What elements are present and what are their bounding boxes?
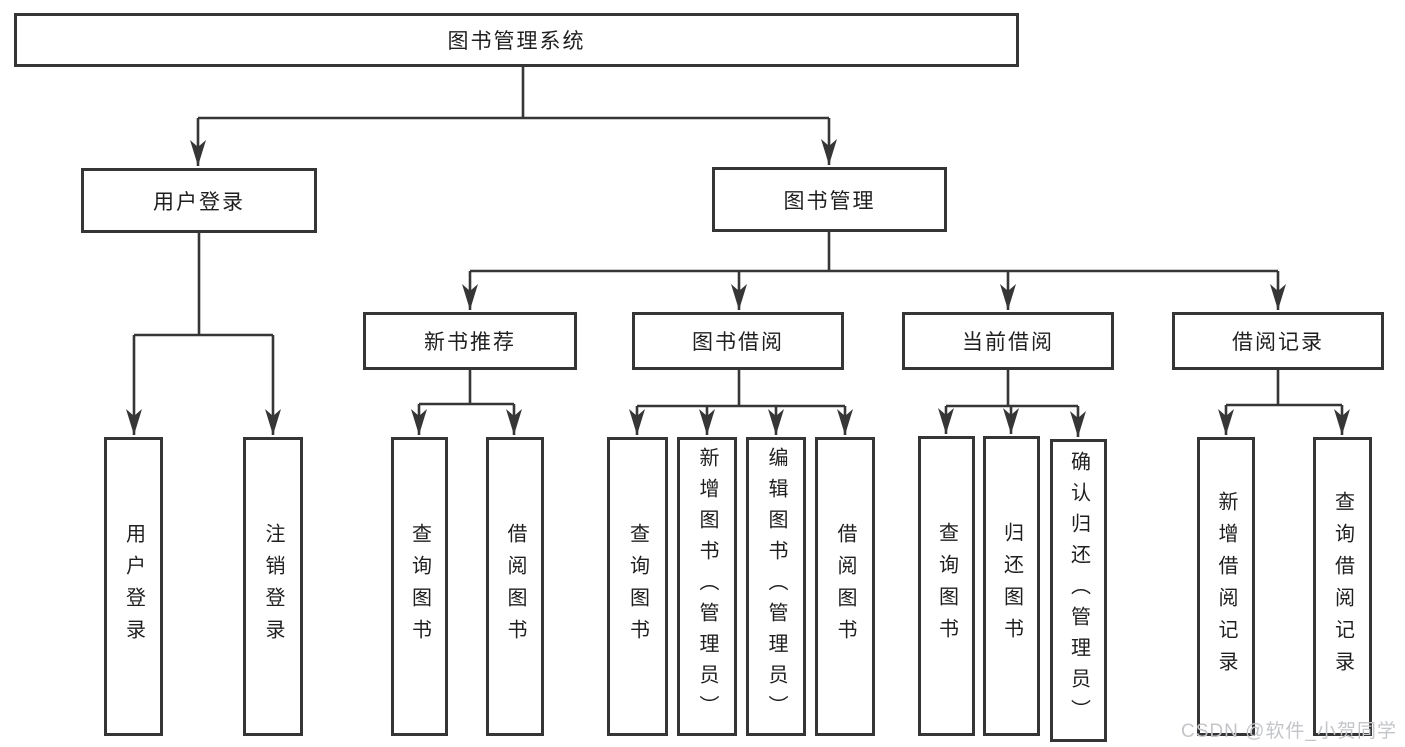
- leaf-add-borrow-record: 新增借阅记录: [1197, 437, 1255, 736]
- node-library-system-label: 图书管理系统: [447, 30, 586, 53]
- leaf-return-books-label: 归还图书: [1000, 522, 1023, 650]
- node-current-borrowing: 当前借阅: [902, 312, 1114, 370]
- leaf-newbook-query-books-label: 查询图书: [408, 522, 431, 651]
- node-library-system: 图书管理系统: [14, 13, 1019, 67]
- leaf-logout-label: 注销登录: [262, 522, 284, 651]
- leaf-return-books: 归还图书: [983, 436, 1040, 736]
- leaf-user-login-label: 用户登录: [122, 522, 145, 651]
- leaf-edit-books-admin: 编辑图书（管理员）: [746, 437, 806, 736]
- leaf-borrow-query-books-label: 查询图书: [626, 522, 649, 651]
- leaf-current-query-books-label: 查询图书: [935, 522, 958, 650]
- leaf-newbook-borrow-books: 借阅图书: [486, 437, 544, 736]
- node-book-borrowing: 图书借阅: [632, 312, 844, 370]
- node-user-login: 用户登录: [81, 168, 317, 233]
- node-new-book-recommend: 新书推荐: [363, 312, 577, 370]
- node-new-book-recommend-label: 新书推荐: [424, 331, 516, 354]
- leaf-add-books-admin-label: 新增图书（管理员）: [696, 447, 718, 726]
- leaf-user-login: 用户登录: [104, 437, 163, 736]
- node-book-borrowing-label: 图书借阅: [692, 331, 784, 354]
- node-borrow-records: 借阅记录: [1172, 312, 1384, 370]
- leaf-borrow-books-label: 借阅图书: [834, 522, 856, 651]
- leaf-newbook-query-books: 查询图书: [391, 437, 448, 736]
- leaf-borrow-query-books: 查询图书: [607, 437, 668, 736]
- leaf-confirm-return-admin-label: 确认归还（管理员）: [1067, 451, 1090, 730]
- node-user-login-label: 用户登录: [153, 190, 245, 214]
- leaf-logout: 注销登录: [243, 437, 303, 736]
- leaf-query-borrow-record: 查询借阅记录: [1313, 437, 1372, 736]
- leaf-add-borrow-record-label: 新增借阅记录: [1215, 490, 1237, 683]
- node-current-borrowing-label: 当前借阅: [962, 331, 1054, 354]
- node-book-management-label: 图书管理: [783, 189, 876, 213]
- leaf-current-query-books: 查询图书: [918, 436, 975, 736]
- node-borrow-records-label: 借阅记录: [1232, 331, 1324, 354]
- leaf-newbook-borrow-books-label: 借阅图书: [504, 522, 526, 651]
- leaf-confirm-return-admin: 确认归还（管理员）: [1050, 439, 1107, 742]
- leaf-edit-books-admin-label: 编辑图书（管理员）: [765, 447, 787, 726]
- node-book-management: 图书管理: [712, 167, 947, 232]
- csdn-watermark: CSDN @软件_小贺同学: [1181, 721, 1397, 742]
- leaf-borrow-books: 借阅图书: [815, 437, 875, 736]
- leaf-query-borrow-record-label: 查询借阅记录: [1331, 490, 1354, 683]
- leaf-add-books-admin: 新增图书（管理员）: [677, 437, 737, 736]
